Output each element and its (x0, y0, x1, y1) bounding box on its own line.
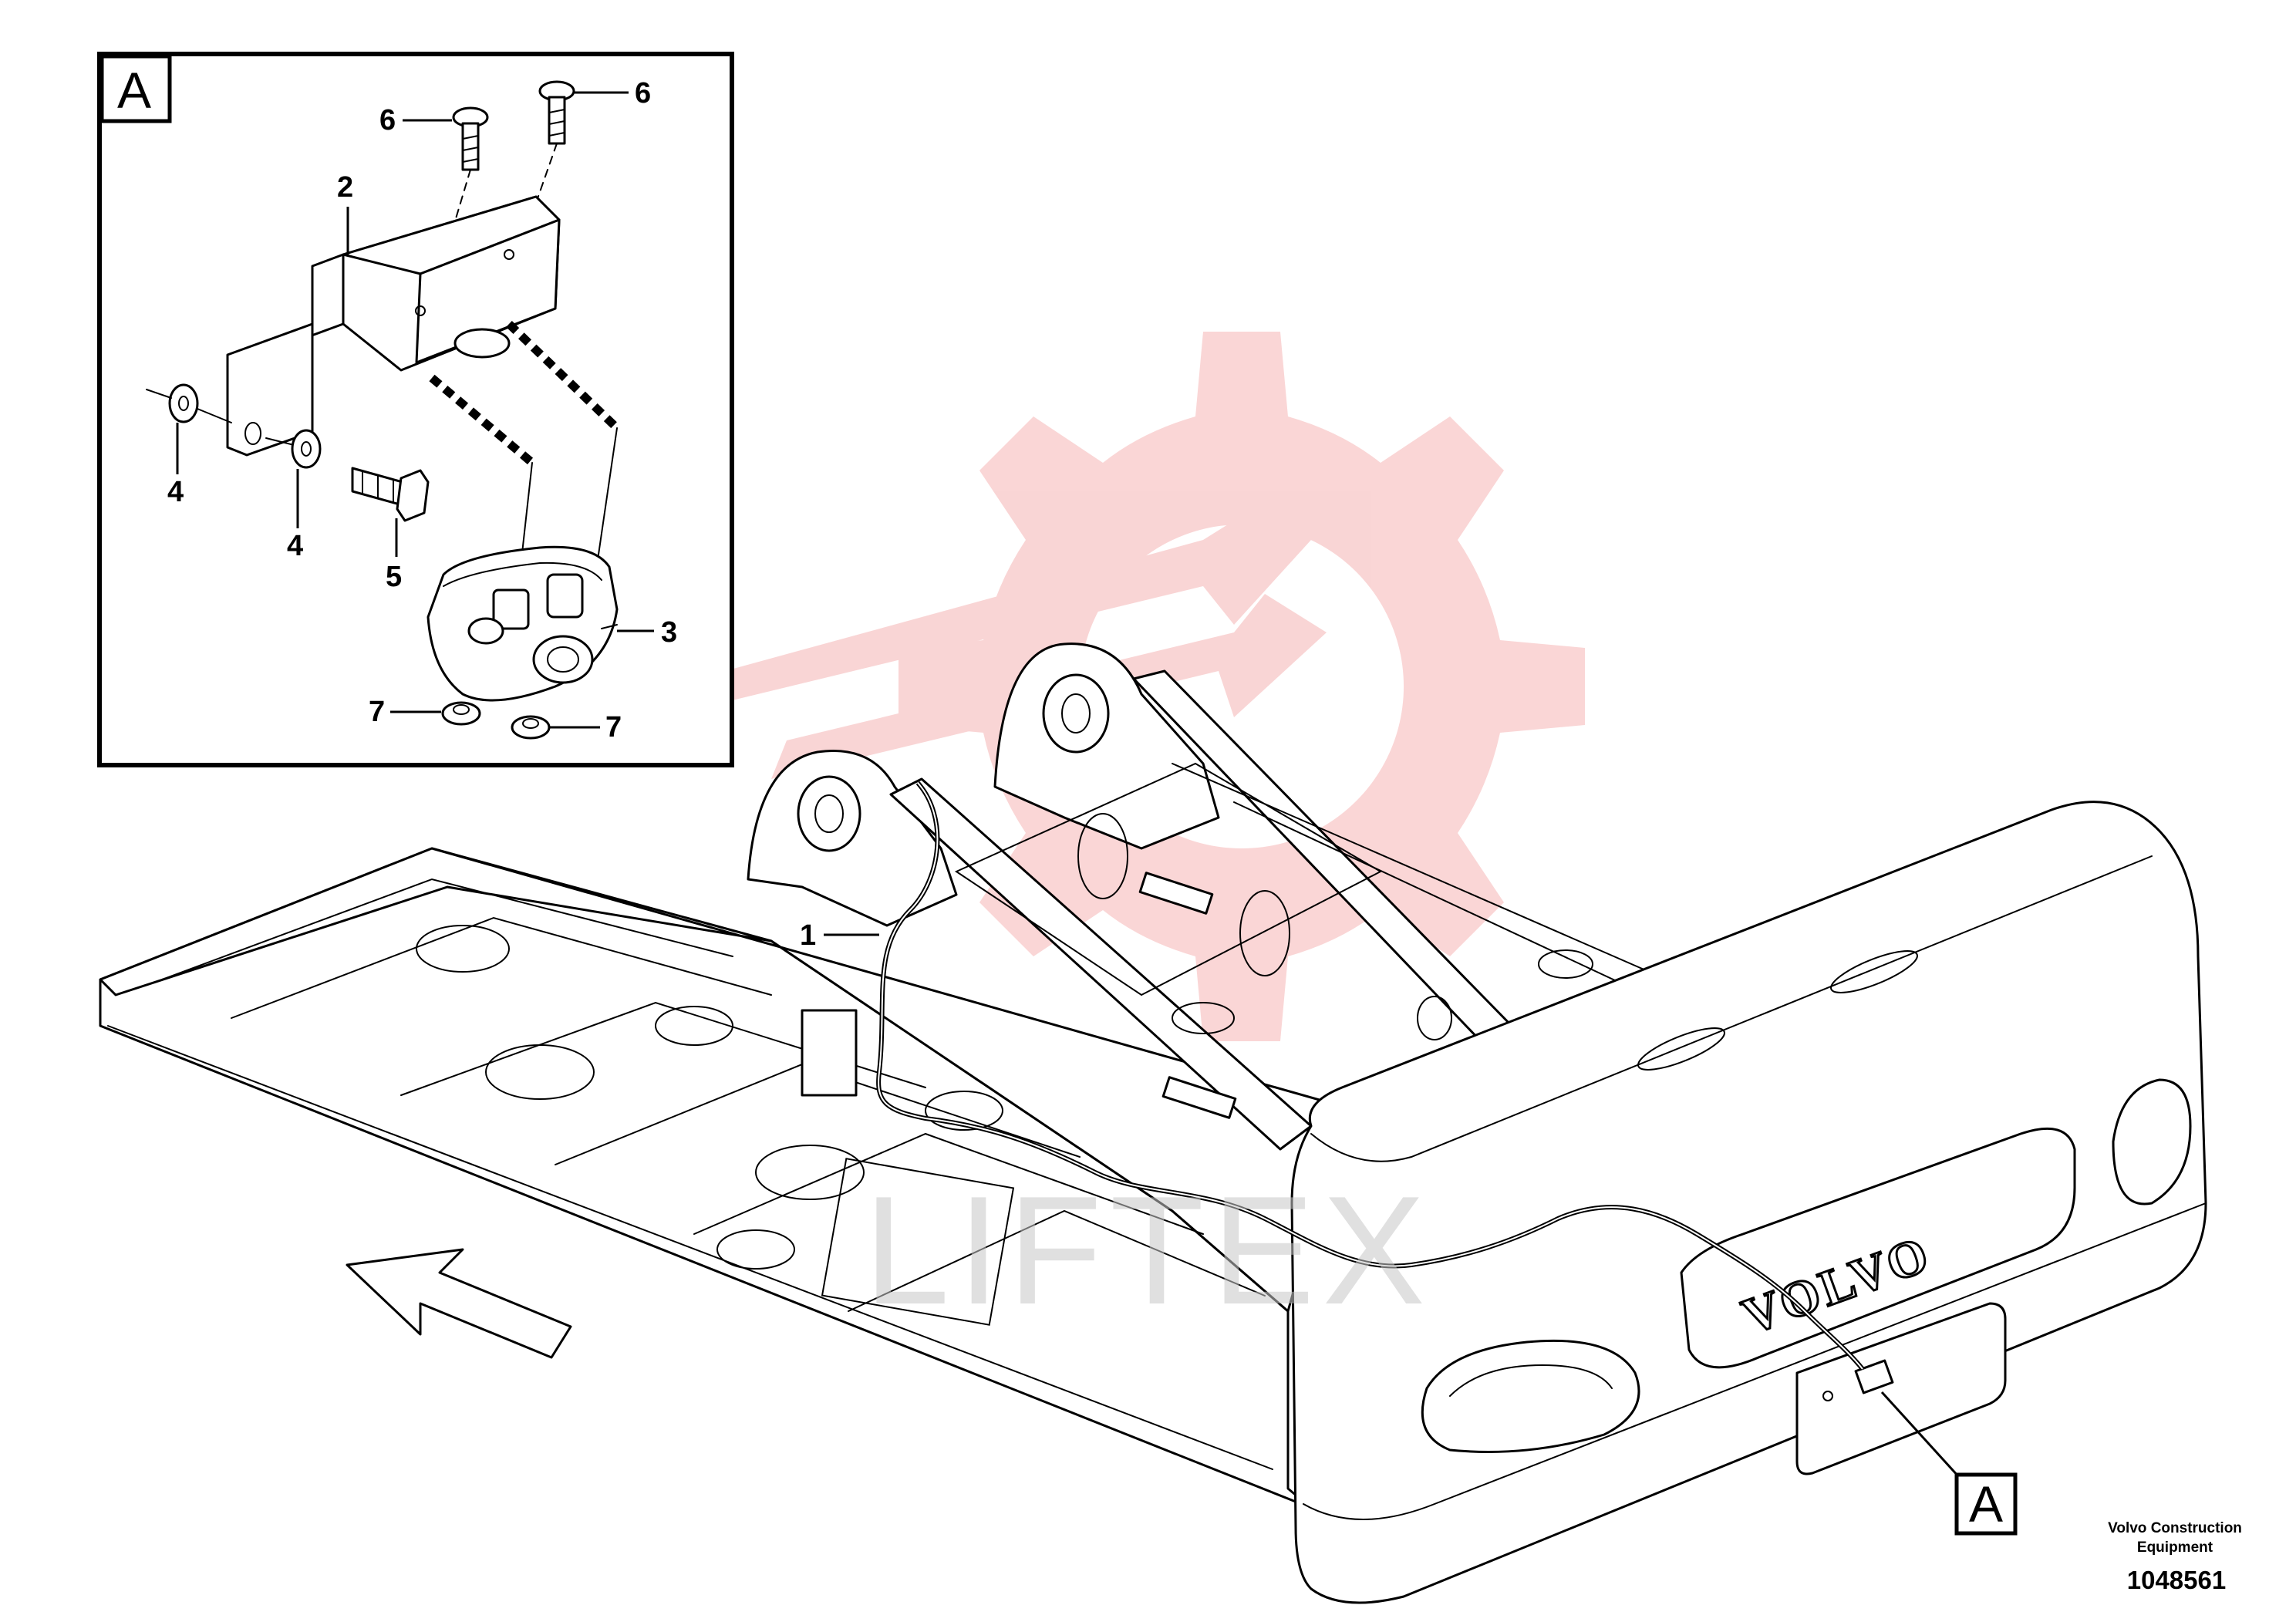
callout-5: 5 (386, 561, 402, 593)
counterweight: VOLVO (1290, 801, 2207, 1604)
nut-left (441, 701, 481, 726)
forward-direction-arrow-icon (346, 1248, 572, 1359)
detail-pointer-leader (1880, 1391, 1961, 1479)
counterweight-top-edge (1310, 855, 2153, 1162)
hex-bolt (351, 467, 430, 522)
watermark-text: LIFTEX (864, 1165, 1433, 1337)
detail-inset: A (97, 52, 734, 767)
detail-pointer-box (1954, 1472, 2018, 1536)
rear-camera (426, 545, 619, 702)
screw-left (452, 106, 489, 171)
callout-6-left: 6 (379, 104, 396, 137)
credit-line-1: Volvo Construction (2108, 1520, 2242, 1536)
detail-pointer-label: A (1969, 1475, 2003, 1533)
callout-4-left: 4 (167, 476, 184, 508)
rear-camera-small (1854, 1359, 1894, 1394)
document-number: 1048561 (2127, 1566, 2226, 1594)
detail-inset-frame (97, 52, 734, 767)
callout-1: 1 (800, 919, 816, 952)
callout-6-right: 6 (635, 77, 651, 110)
detail-inset-label-box (99, 54, 172, 123)
frame-top-deck (99, 847, 1359, 1313)
camera-bracket (226, 195, 561, 457)
screw-right (538, 80, 575, 145)
callout-2: 2 (337, 171, 353, 204)
detail-inset-label: A (117, 62, 151, 119)
camera-mount-plate (1795, 1302, 2007, 1475)
watermark-arrow-upper (694, 501, 1311, 710)
relay-box (801, 1009, 858, 1097)
washer-left (168, 383, 199, 423)
credit-line-2: Equipment (2137, 1539, 2213, 1556)
logo-plate (1680, 1127, 2076, 1369)
callout-4-right: 4 (287, 530, 303, 562)
callout-7-right: 7 (605, 711, 622, 744)
washer-right (291, 429, 322, 469)
upper-frame (99, 847, 1359, 1509)
boom-mount (747, 642, 1721, 1151)
callout-7-left: 7 (369, 696, 385, 728)
counterweight-vent-right (2112, 1078, 2192, 1206)
counterweight-bottom-edge (1303, 1202, 2207, 1520)
counterweight-vent-left (1421, 1339, 1640, 1453)
nut-right (511, 715, 551, 740)
callout-3: 3 (661, 616, 677, 649)
watermark-gear-icon (899, 332, 1585, 1041)
